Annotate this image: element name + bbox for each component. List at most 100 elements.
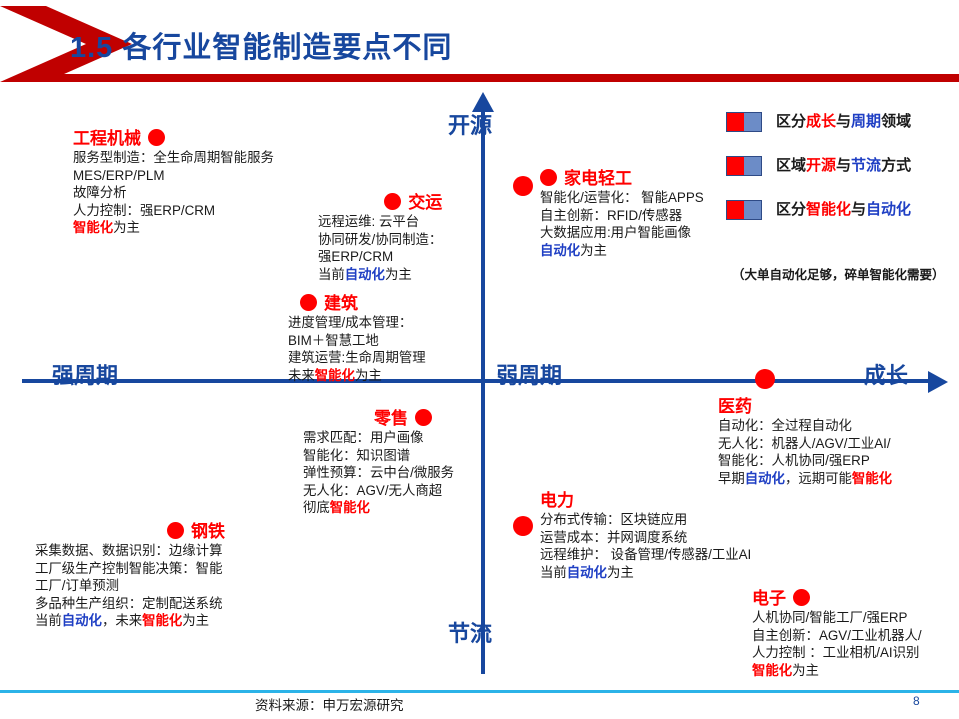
block-line: 进度管理/成本管理： <box>288 315 413 330</box>
block-electronics: 电子 人机协同/智能工厂/强ERP 自主创新：AGV/工业机器人/人力控制 ：工业… <box>752 588 922 679</box>
block-line: 人力控制：强ERP/CRM <box>73 202 216 218</box>
block-title: 电力 <box>540 490 751 511</box>
block-line: 早期自动化，远期可能智能化 <box>718 470 893 486</box>
block-line: 工厂级生产控制智能决策：智能 <box>35 560 223 576</box>
block-line: 当前自动化，未来智能化为主 <box>35 613 210 628</box>
block-line: 强ERP/CRM <box>318 249 394 264</box>
axis-label-top: 开源 <box>448 113 493 138</box>
legend-item: 区分智能化与自动化 <box>722 196 954 240</box>
page-number: 8 <box>913 694 920 708</box>
block-line: 协同研发/协同制造： <box>318 231 443 247</box>
block-title: 家电轻工 <box>512 168 704 189</box>
block-line: 人力控制 ：工业相机/AI识别 <box>752 645 920 660</box>
block-retail: 零售 需求匹配：用户画像智能化：知识图谱弹性预算：云中台/微服务无人化：AGV/… <box>303 408 454 517</box>
axis-label-left: 强周期 <box>52 363 119 388</box>
block-pharmaceutical: 医药 自动化：全过程自动化无人化：机器人/AGV/工业AI/智能化：人机协同/强… <box>718 396 892 487</box>
block-title: 医药 <box>718 396 892 417</box>
block-title-text: 家电轻工 <box>564 169 632 188</box>
legend: 区分成长与周期领域 区域开源与节流方式 区分智能化与自动化 （大单自动化足够，碎… <box>722 108 954 282</box>
block-steel: 钢铁 采集数据、数据识别：边缘计算工厂级生产控制智能决策：智能工厂/订单预测多品… <box>35 521 225 630</box>
marker-dot-power <box>513 516 533 536</box>
block-line: 远程维护： 设备管理/传感器/工业AI <box>540 547 752 562</box>
block-body: 人机协同/智能工厂/强ERP 自主创新：AGV/工业机器人/人力控制 ：工业相机/… <box>752 609 922 679</box>
block-title: 工程机械 <box>73 128 274 149</box>
block-construction: 建筑 进度管理/成本管理： BIM＋智慧工地建筑运营:生命周期管理未来智能化为主 <box>288 293 426 384</box>
block-title-text: 零售 <box>374 409 409 428</box>
header-rule <box>46 74 959 82</box>
block-line: 运营成本：并网调度系统 <box>540 529 688 545</box>
block-line: 无人化：机器人/AGV/工业AI/ <box>718 435 891 451</box>
block-body: 需求匹配：用户画像智能化：知识图谱弹性预算：云中台/微服务无人化：AGV/无人商… <box>303 429 454 517</box>
legend-item-label: 区分成长与周期领域 <box>776 113 912 130</box>
block-line: 当前自动化为主 <box>540 564 634 580</box>
footer-rule <box>0 690 959 693</box>
axis-up-arrow-icon <box>472 92 494 112</box>
block-line: 智能化为主 <box>752 662 819 678</box>
block-body: 采集数据、数据识别：边缘计算工厂级生产控制智能决策：智能工厂/订单预测多品种生产… <box>35 542 225 630</box>
block-title: 建筑 <box>288 293 426 314</box>
block-line: 工厂/订单预测 <box>35 578 120 593</box>
marker-dot-pharmaceutical <box>755 369 775 389</box>
block-line: 当前自动化为主 <box>318 266 412 282</box>
marker-dot-icon <box>300 294 317 311</box>
block-line: 远程运维: 云平台 <box>318 214 420 229</box>
block-line: 智能化为主 <box>73 220 140 235</box>
block-title-text: 钢铁 <box>191 522 225 541</box>
vertical-axis <box>481 108 485 674</box>
block-body: 远程运维: 云平台协同研发/协同制造： 强ERP/CRM 当前自动化为主 <box>318 213 442 283</box>
block-line: 智能化/运营化： 智能APPS <box>540 190 704 205</box>
block-line: 未来智能化为主 <box>288 367 382 383</box>
marker-dot-home-appliance <box>513 176 533 196</box>
block-body: 分布式传输：区块链应用运营成本：并网调度系统远程维护： 设备管理/传感器/工业A… <box>540 511 751 581</box>
page-title: 1.5 各行业智能制造要点不同 <box>70 32 453 64</box>
legend-item: 区域开源与节流方式 <box>722 152 954 196</box>
block-title-text: 电力 <box>540 491 574 510</box>
block-line: 人机协同/智能工厂/强ERP <box>752 610 908 625</box>
block-line: 自主创新：AGV/工业机器人/ <box>752 627 922 643</box>
block-line: 多品种生产组织：定制配送系统 <box>35 595 223 611</box>
axis-label-right: 成长 <box>864 363 909 388</box>
block-line: 需求匹配：用户画像 <box>303 430 424 445</box>
block-line: 大数据应用:用户智能画像 <box>540 225 692 240</box>
two-tone-square-icon <box>726 156 762 176</box>
two-tone-square-icon <box>726 112 762 132</box>
block-line: 彻底智能化 <box>303 500 370 515</box>
block-title-text: 医药 <box>718 397 752 416</box>
block-title: 零售 <box>303 408 454 429</box>
horizontal-axis <box>22 379 930 383</box>
block-line: 弹性预算：云中台/微服务 <box>303 465 455 480</box>
block-transportation: 交运 远程运维: 云平台协同研发/协同制造： 强ERP/CRM 当前自动化为主 <box>318 192 442 283</box>
block-line: 无人化：AGV/无人商超 <box>303 482 443 498</box>
axis-label-bottom: 节流 <box>448 621 493 646</box>
marker-dot-icon <box>793 589 810 606</box>
legend-item-label: 区域开源与节流方式 <box>776 157 912 174</box>
block-line: 建筑运营:生命周期管理 <box>288 350 426 365</box>
block-line: 故障分析 <box>73 185 127 200</box>
block-title: 钢铁 <box>35 521 225 542</box>
block-line: MES/ERP/PLM <box>73 167 165 183</box>
footer-source: 资料来源：申万宏源研究 <box>255 698 404 713</box>
block-power: 电力 分布式传输：区块链应用运营成本：并网调度系统远程维护： 设备管理/传感器/… <box>540 490 751 581</box>
block-title-text: 电子 <box>752 589 786 608</box>
block-line: BIM＋智慧工地 <box>288 332 379 348</box>
marker-dot-icon <box>415 409 433 426</box>
block-title: 交运 <box>318 192 442 213</box>
legend-note: （大单自动化足够，碎单智能化需要） <box>732 268 945 282</box>
two-tone-square-icon <box>726 200 762 220</box>
marker-dot-icon <box>384 193 402 210</box>
block-line: 自动化：全过程自动化 <box>718 418 852 433</box>
legend-item: 区分成长与周期领域 <box>722 108 954 152</box>
axis-label-right-mid: 弱周期 <box>496 363 563 388</box>
block-line: 智能化：知识图谱 <box>303 447 411 463</box>
block-line: 分布式传输：区块链应用 <box>540 512 688 527</box>
block-body: 自动化：全过程自动化无人化：机器人/AGV/工业AI/智能化：人机协同/强ERP… <box>718 417 892 487</box>
block-title-text: 建筑 <box>324 294 358 313</box>
block-line: 智能化：人机协同/强ERP <box>718 453 870 468</box>
legend-item-label: 区分智能化与自动化 <box>776 201 912 218</box>
block-line: 采集数据、数据识别：边缘计算 <box>35 543 223 558</box>
block-title: 电子 <box>752 588 922 609</box>
